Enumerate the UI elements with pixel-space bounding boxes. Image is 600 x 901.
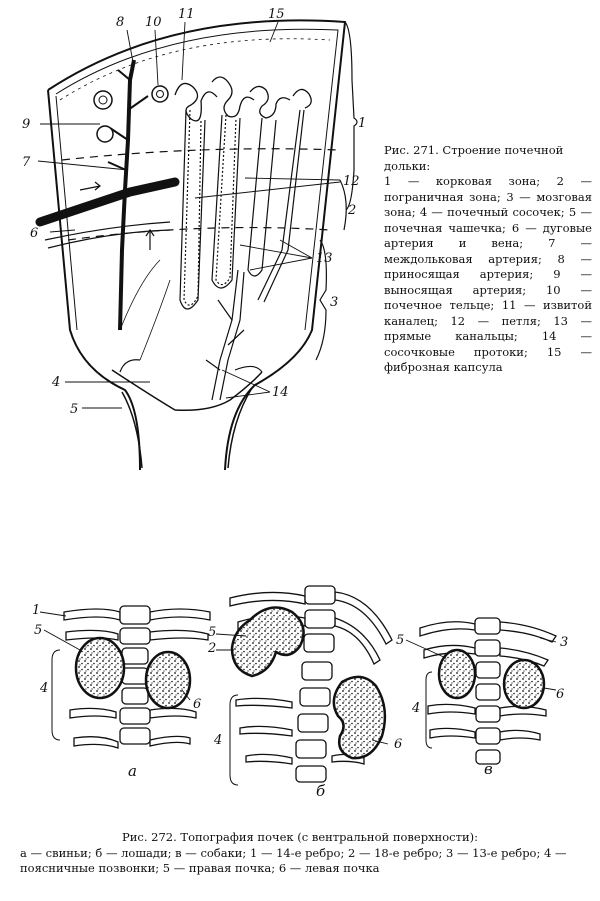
figure-272-title: Рис. 272. Топография почек (с вентрально… xyxy=(122,830,478,844)
label-2: 2 xyxy=(347,203,356,218)
label-4: 4 xyxy=(51,375,60,390)
renal-corpuscle xyxy=(93,90,113,110)
label-c5: 5 xyxy=(396,633,404,648)
arcuate-vessels xyxy=(35,177,180,227)
fibrous-capsule xyxy=(47,19,347,471)
brace-zone-2 xyxy=(339,179,347,231)
label-3: 3 xyxy=(330,295,338,310)
label-b6: 6 xyxy=(394,737,402,752)
left-kidney-pig xyxy=(144,650,192,710)
label-b4: 4 xyxy=(213,733,222,748)
label-a4: 4 xyxy=(39,681,48,696)
label-11: 11 xyxy=(178,7,195,22)
vertebrae-dog xyxy=(474,617,501,765)
label-horse-letter: б xyxy=(316,782,326,800)
figure-272-legend: а — свиньи; б — лошади; в — собаки; 1 — … xyxy=(20,845,567,876)
label-10: 10 xyxy=(145,15,162,30)
right-kidney-horse xyxy=(230,606,305,678)
brace-zone-1 xyxy=(344,21,358,211)
brace-zone-3 xyxy=(315,239,327,361)
label-c4: 4 xyxy=(411,701,420,716)
figure-271-title: Рис. 271. Строение почечной дольки: xyxy=(384,143,564,173)
lobule-left-wall xyxy=(47,89,141,471)
label-c3: 3 xyxy=(560,635,568,650)
label-6: 6 xyxy=(30,226,38,241)
label-7: 7 xyxy=(22,155,31,170)
renal-calyx xyxy=(121,387,253,469)
label-pig-letter: а xyxy=(128,762,137,780)
vertebrae-pig xyxy=(119,605,151,745)
leader-lines xyxy=(37,21,341,409)
figure-271-caption: Рис. 271. Строение почечной дольки: 1 — … xyxy=(384,143,592,376)
right-kidney-dog xyxy=(437,648,477,700)
label-a6: 6 xyxy=(193,697,201,712)
label-15: 15 xyxy=(268,7,285,22)
label-5: 5 xyxy=(70,402,78,417)
label-13: 13 xyxy=(316,251,333,266)
label-c6: 6 xyxy=(556,687,564,702)
left-kidney-dog xyxy=(502,658,546,710)
label-8: 8 xyxy=(116,15,124,30)
vertebrae-horse xyxy=(295,585,336,783)
right-kidney-pig xyxy=(74,636,126,700)
label-1: 1 xyxy=(358,116,366,131)
ribs-pig xyxy=(63,608,211,749)
label-9: 9 xyxy=(22,117,30,132)
ribs-dog xyxy=(419,621,557,741)
renal-lobule-figure: 8 10 11 15 9 7 1 12 2 6 13 3 4 14 5 xyxy=(22,7,366,471)
topography-pig: 1 5 4 6 а xyxy=(32,603,211,780)
label-b5: 5 xyxy=(208,625,216,640)
figure-271-legend: 1 — корковая зона; 2 — пограничная зона;… xyxy=(384,174,592,374)
label-a5: 5 xyxy=(34,623,42,638)
topography-horse: 5 2 4 6 б xyxy=(207,585,402,800)
medulla-boundary xyxy=(67,226,331,241)
topography-dog: 5 3 4 6 в xyxy=(396,617,568,778)
figure-272-caption: Рис. 272. Топография почек (с вентрально… xyxy=(20,830,580,877)
convoluted-tubules xyxy=(174,76,312,122)
cortex-boundary xyxy=(61,148,341,161)
tubule-loops xyxy=(179,109,305,310)
label-12: 12 xyxy=(343,174,360,189)
renal-papilla xyxy=(111,369,263,412)
papillary-ducts xyxy=(205,269,245,401)
label-a1: 1 xyxy=(32,603,40,618)
interlobular-artery xyxy=(118,59,136,331)
left-kidney-horse xyxy=(332,675,387,760)
label-dog-letter: в xyxy=(484,760,493,778)
label-14: 14 xyxy=(272,385,289,400)
label-b2: 2 xyxy=(207,641,216,656)
